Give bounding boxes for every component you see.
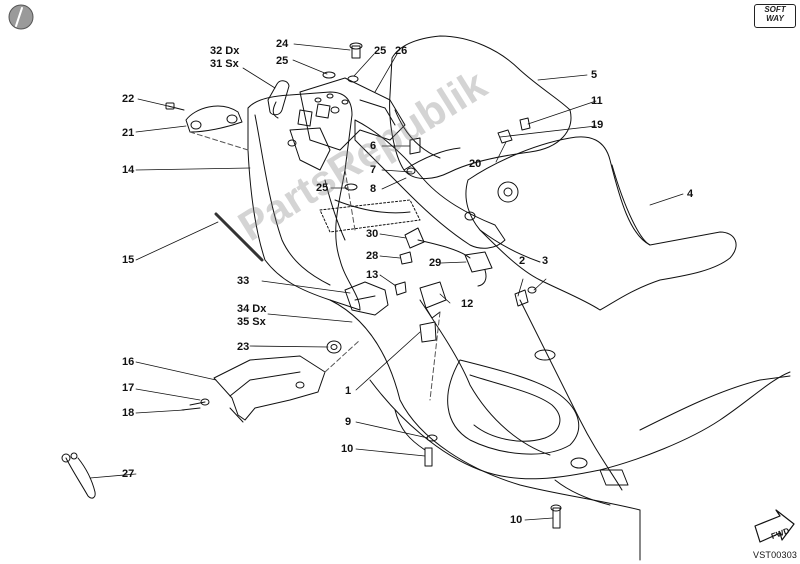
callout-2: 2 xyxy=(519,255,526,267)
callout-33: 33 xyxy=(237,275,250,287)
callout-18: 18 xyxy=(122,407,135,419)
callout-35: 35 Sx xyxy=(237,316,266,328)
cover-part xyxy=(165,102,243,133)
callout-25-top: 25 xyxy=(276,55,289,67)
decal-part xyxy=(214,212,264,262)
callout-1: 1 xyxy=(345,385,352,397)
callout-11: 11 xyxy=(591,95,603,107)
grommet-part xyxy=(326,340,342,354)
callout-13: 13 xyxy=(366,269,379,281)
tail-fairing xyxy=(465,136,737,311)
bracket-plate xyxy=(299,77,406,151)
callout-20: 20 xyxy=(469,158,482,170)
brand-logo: SOFT WAY xyxy=(754,4,796,28)
callout-10-bottom: 10 xyxy=(510,514,523,526)
callout-32: 32 Dx xyxy=(210,45,240,57)
lower-bracket xyxy=(213,355,326,423)
reference-code: VST00303 xyxy=(753,550,798,560)
callout-19: 19 xyxy=(591,119,604,131)
callout-17: 17 xyxy=(122,382,135,394)
callout-14: 14 xyxy=(122,164,135,176)
brand-logo-line1: SOFT xyxy=(764,5,786,14)
callout-24: 24 xyxy=(276,38,289,50)
side-panel xyxy=(354,119,506,249)
electrical-parts xyxy=(319,199,493,287)
callout-8: 8 xyxy=(370,183,377,195)
corner-marker-icon xyxy=(8,4,34,30)
callout-25-right: 25 xyxy=(374,45,387,57)
tail-frame xyxy=(329,299,791,561)
callout-30: 30 xyxy=(366,228,379,240)
callout-22: 22 xyxy=(122,93,135,105)
callout-15: 15 xyxy=(122,254,135,266)
callout-7: 7 xyxy=(370,164,377,176)
callout-25-mid: 25 xyxy=(316,182,329,194)
callout-31: 31 Sx xyxy=(210,58,239,70)
bolts xyxy=(181,42,562,529)
leader-lines xyxy=(89,43,684,521)
seat-lock xyxy=(394,281,447,343)
fwd-arrow-icon xyxy=(754,509,795,543)
tank-cover xyxy=(247,91,361,311)
callout-3: 3 xyxy=(542,255,549,267)
callout-9: 9 xyxy=(345,416,352,428)
callout-6: 6 xyxy=(370,140,377,152)
callout-10-mid: 10 xyxy=(341,443,354,455)
cable-part xyxy=(61,452,96,499)
callout-34: 34 Dx xyxy=(237,303,267,315)
callout-4: 4 xyxy=(687,188,694,200)
callout-21: 21 xyxy=(122,127,135,139)
centre-lines xyxy=(189,131,441,401)
post-part xyxy=(267,80,290,116)
callout-5: 5 xyxy=(591,69,598,81)
callout-12: 12 xyxy=(461,298,474,310)
callout-29: 29 xyxy=(429,257,442,269)
callout-27: 27 xyxy=(122,468,135,480)
callout-26: 26 xyxy=(395,45,408,57)
callout-28: 28 xyxy=(366,250,379,262)
callout-16: 16 xyxy=(122,356,135,368)
clamp-part xyxy=(344,281,389,316)
callout-23: 23 xyxy=(237,341,250,353)
brand-logo-line2: WAY xyxy=(766,14,784,23)
